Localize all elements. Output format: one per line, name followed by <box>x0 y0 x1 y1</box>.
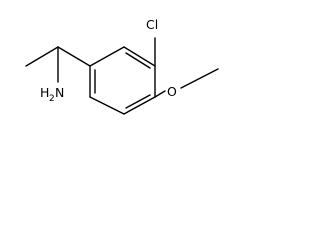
amine-label: H 2 N <box>40 85 64 104</box>
bond-chiral-carbon-to-methyl <box>25 46 59 67</box>
substituents <box>25 37 219 98</box>
ring-bond <box>89 96 125 115</box>
bond-oxygen-to-methyl <box>180 68 219 89</box>
amine-subscript: 2 <box>49 94 55 104</box>
oxygen-label: O <box>167 84 177 99</box>
ring-double-bond <box>125 52 151 69</box>
ring-bond <box>123 96 156 115</box>
bond-ring-to-chiral-carbon <box>57 46 91 67</box>
ring-double-bond <box>125 94 151 109</box>
chlorine-label: Cl <box>146 17 158 32</box>
structure-diagram: Cl O H 2 N <box>25 17 219 115</box>
amine-h-label: H <box>40 85 49 100</box>
ring-bond <box>89 46 125 67</box>
benzene-ring <box>89 46 156 115</box>
amine-n-label: N <box>55 85 64 100</box>
ring-bond <box>123 46 156 67</box>
bond-ring-to-oxygen <box>154 90 166 98</box>
